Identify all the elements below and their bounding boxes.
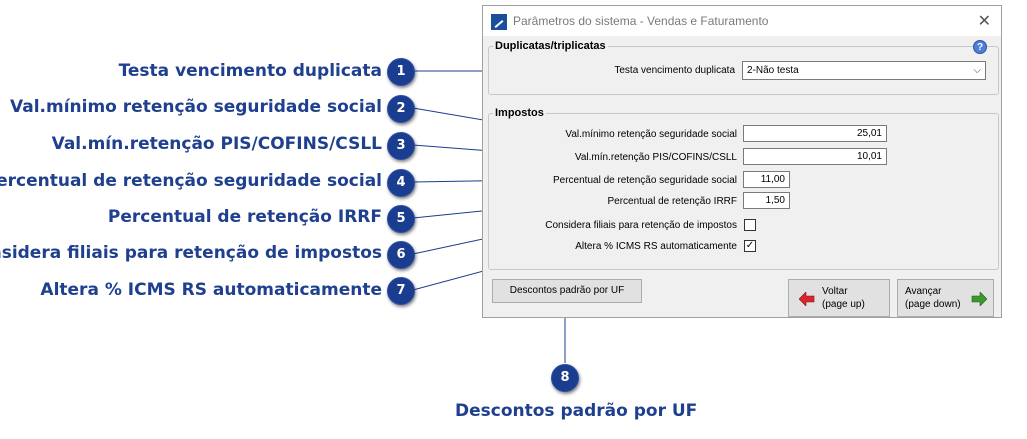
callout-badge-8: 8 (551, 364, 579, 392)
callout-text-4: Percentual de retenção seguridade social (0, 171, 382, 191)
descontos-padrao-label: Descontos padrão por UF (509, 285, 625, 296)
val-min-pis-input[interactable]: 10,01 (743, 148, 887, 165)
callout-badge-5: 5 (387, 205, 415, 233)
callout-text-6: Considera filiais para retenção de impos… (0, 243, 382, 263)
chevron-down-icon[interactable]: ⌵ (973, 65, 981, 76)
avancar-hint: (page down) (905, 299, 961, 310)
duplicatas-group: Duplicatas/triplicatas (488, 40, 999, 95)
callout-text-8: Descontos padrão por UF (455, 401, 698, 421)
voltar-hint: (page up) (822, 299, 865, 310)
duplicatas-legend: Duplicatas/triplicatas (495, 40, 606, 52)
arrow-right-icon (971, 292, 987, 306)
app-icon (491, 14, 507, 30)
callout-text-3: Val.mín.retenção PIS/COFINS/CSLL (51, 134, 382, 154)
perc-irrf-input[interactable]: 1,50 (743, 192, 790, 209)
close-icon[interactable]: ✕ (977, 13, 991, 30)
testa-vencimento-label: Testa vencimento duplicata (614, 65, 735, 76)
altera-icms-label: Altera % ICMS RS automaticamente (575, 241, 737, 252)
parametros-dialog: Parâmetros do sistema - Vendas e Faturam… (482, 5, 1002, 318)
testa-vencimento-value: 2-Não testa (747, 65, 799, 76)
altera-icms-checkbox[interactable]: ✓ (744, 240, 756, 252)
val-min-pis-label: Val.mín.retenção PIS/COFINS/CSLL (574, 152, 737, 163)
perc-seguridade-input[interactable]: 11,00 (743, 171, 790, 188)
testa-vencimento-select[interactable]: 2-Não testa ⌵ (742, 61, 986, 80)
val-min-seguridade-label: Val.mínimo retenção seguridade social (565, 129, 737, 140)
impostos-group: Impostos (488, 107, 999, 270)
impostos-legend: Impostos (495, 107, 544, 119)
callout-badge-4: 4 (387, 169, 415, 197)
callout-badge-2: 2 (387, 95, 415, 123)
voltar-button[interactable]: Voltar (page up) (788, 279, 890, 317)
val-min-seguridade-input[interactable]: 25,01 (743, 125, 887, 142)
avancar-label: Avançar (905, 286, 942, 297)
perc-irrf-label: Percentual de retenção IRRF (607, 196, 737, 207)
callout-text-5: Percentual de retenção IRRF (107, 207, 382, 227)
arrow-left-icon (799, 292, 815, 306)
voltar-label: Voltar (822, 286, 848, 297)
callout-badge-6: 6 (387, 241, 415, 269)
considera-filiais-checkbox[interactable] (744, 219, 756, 231)
avancar-button[interactable]: Avançar (page down) (897, 279, 994, 317)
title-bar: Parâmetros do sistema - Vendas e Faturam… (483, 6, 1001, 36)
descontos-padrao-button[interactable]: Descontos padrão por UF (492, 279, 642, 303)
help-icon[interactable]: ? (973, 40, 987, 54)
callout-badge-7: 7 (387, 277, 415, 305)
callout-badge-1: 1 (387, 58, 415, 86)
callout-text-1: Testa vencimento duplicata (118, 61, 382, 81)
callout-text-7: Altera % ICMS RS automaticamente (40, 280, 382, 300)
callout-text-2: Val.mínimo retenção seguridade social (10, 97, 382, 117)
perc-seguridade-label: Percentual de retenção seguridade social (552, 175, 737, 186)
considera-filiais-label: Considera filiais para retenção de impos… (545, 220, 737, 231)
window-title: Parâmetros do sistema - Vendas e Faturam… (513, 14, 769, 28)
callout-badge-3: 3 (387, 132, 415, 160)
